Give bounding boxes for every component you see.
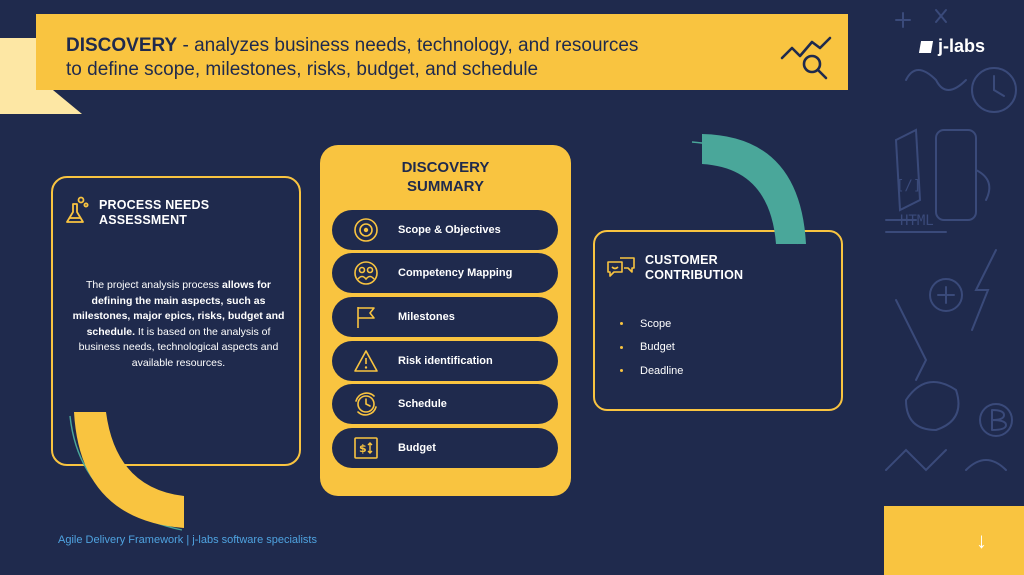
list-item-label: Budget	[640, 341, 675, 354]
process-needs-title: PROCESS NEEDS ASSESSMENT	[99, 198, 249, 228]
bullet-dot	[620, 345, 623, 349]
header-banner: DISCOVERY - analyzes business needs, tec…	[0, 14, 848, 114]
process-needs-title-line2: ASSESSMENT	[99, 213, 188, 227]
body-text-bold: allows for defining the main aspects, su…	[72, 279, 285, 338]
summary-item-budget: $ Budget	[332, 428, 558, 468]
list-item: Budget	[620, 336, 683, 360]
logo-mark-icon	[918, 40, 934, 53]
bullet-dot	[620, 369, 623, 373]
arrow-down-icon[interactable]: ↓	[976, 528, 987, 553]
chat-bubbles-icon	[607, 257, 635, 277]
target-icon	[346, 210, 386, 250]
warning-icon	[346, 341, 386, 381]
header-title-rest: - analyzes business needs, technology, a…	[177, 35, 639, 56]
svg-text:[/]: [/]	[896, 178, 921, 194]
process-needs-title-line1: PROCESS NEEDS	[99, 198, 210, 212]
summary-item-risk: Risk identification	[332, 341, 558, 381]
list-item-label: Scope	[640, 317, 672, 330]
header-title: DISCOVERY - analyzes business needs, tec…	[66, 34, 706, 82]
body-text-1: The project analysis process	[86, 279, 222, 291]
summary-item-label: Schedule	[398, 398, 447, 410]
summary-item-scope: Scope & Objectives	[332, 210, 558, 250]
list-item: Deadline	[620, 359, 683, 383]
svg-text:$: $	[359, 442, 367, 455]
summary-item-label: Risk identification	[398, 355, 493, 367]
summary-title: DISCOVERY SUMMARY	[320, 158, 571, 196]
doodle-pattern: HTML [/]	[885, 9, 1017, 472]
summary-title-line2: SUMMARY	[407, 178, 484, 195]
customer-contribution-title: CUSTOMER CONTRIBUTION	[645, 253, 805, 283]
customer-title-line1: CUSTOMER	[645, 253, 718, 267]
header-title-bold: DISCOVERY	[66, 35, 178, 56]
customer-title-line2: CONTRIBUTION	[645, 268, 744, 282]
bullet-dot	[620, 322, 623, 326]
chart-search-icon	[780, 36, 832, 80]
summary-item-label: Scope & Objectives	[398, 224, 501, 236]
summary-item-label: Milestones	[398, 311, 455, 323]
customer-contribution-list: Scope Budget Deadline	[620, 312, 683, 383]
summary-item-schedule: Schedule	[332, 384, 558, 424]
header-subtitle: to define scope, milestones, risks, budg…	[66, 59, 539, 80]
body-text-2: It is based on the analysis of business …	[78, 325, 279, 369]
clock-icon	[346, 384, 386, 424]
list-item: Scope	[620, 312, 683, 336]
brand-logo: j-labs	[918, 36, 986, 57]
money-icon: $	[346, 428, 386, 468]
team-icon	[346, 253, 386, 293]
summary-title-line1: DISCOVERY	[401, 159, 490, 176]
banner-shape	[0, 14, 848, 114]
next-slide-button[interactable]	[884, 506, 1024, 575]
flag-icon	[346, 297, 386, 337]
flask-icon	[66, 196, 89, 223]
process-needs-body: The project analysis process allows for …	[66, 278, 291, 371]
summary-item-competency: Competency Mapping	[332, 253, 558, 293]
footer-text: Agile Delivery Framework | j-labs softwa…	[58, 534, 317, 546]
summary-item-milestones: Milestones	[332, 297, 558, 337]
list-item-label: Deadline	[640, 364, 684, 377]
summary-item-label: Budget	[398, 442, 436, 454]
html-doodle-text: HTML	[900, 213, 934, 229]
summary-item-label: Competency Mapping	[398, 267, 513, 279]
logo-text: j-labs	[938, 36, 986, 56]
